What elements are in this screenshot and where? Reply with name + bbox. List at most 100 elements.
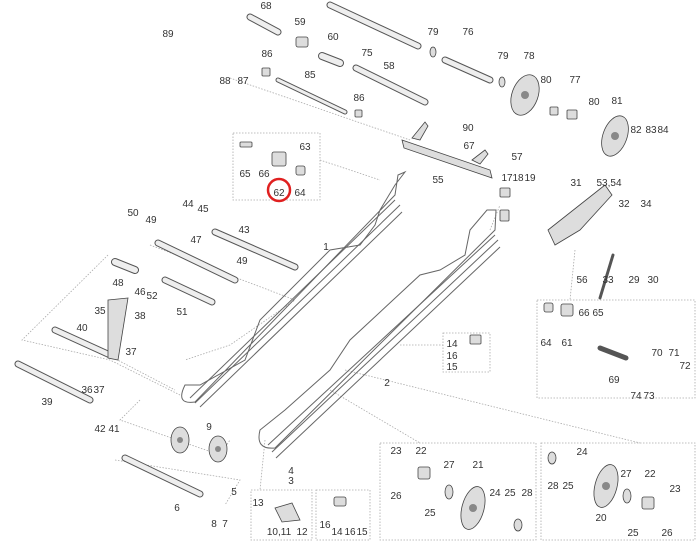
callout-label-4: 4 xyxy=(288,466,294,477)
callout-label-28: 28 xyxy=(547,481,559,492)
callout-label-79: 79 xyxy=(497,51,509,62)
callout-label-80: 80 xyxy=(540,75,552,86)
callout-label-57: 57 xyxy=(511,152,523,163)
callout-label-79: 79 xyxy=(427,27,439,38)
small-parts xyxy=(239,36,655,510)
rail-1 xyxy=(181,170,407,408)
callout-label-16: 16 xyxy=(319,520,331,531)
callout-label-66: 66 xyxy=(578,308,590,319)
callout-label-5: 5 xyxy=(231,487,237,498)
highlight-circle xyxy=(266,177,292,203)
callout-label-65: 65 xyxy=(592,308,604,319)
callout-label-49: 49 xyxy=(236,256,248,267)
callout-label-63: 63 xyxy=(299,142,311,153)
cross-shaft-55 xyxy=(401,121,493,179)
callout-label-23: 23 xyxy=(390,446,402,457)
callout-label-69: 69 xyxy=(608,375,620,386)
callout-label-43: 43 xyxy=(238,225,250,236)
callout-label-78: 78 xyxy=(523,51,535,62)
group-box-14b xyxy=(315,489,371,541)
callout-label-90: 90 xyxy=(462,123,474,134)
callout-label-12: 12 xyxy=(296,527,308,538)
callout-label-37: 37 xyxy=(93,385,105,396)
group-box-14 xyxy=(442,332,491,373)
callout-label-55: 55 xyxy=(432,175,444,186)
callout-label-70: 70 xyxy=(651,348,663,359)
callout-label-19: 19 xyxy=(524,173,536,184)
callout-label-6: 6 xyxy=(174,503,180,514)
callout-label-87: 87 xyxy=(237,76,249,87)
callout-label-18: 18 xyxy=(512,173,524,184)
callout-label-37: 37 xyxy=(125,347,137,358)
callout-label-73: 73 xyxy=(643,391,655,402)
callout-label-25: 25 xyxy=(504,488,516,499)
callout-label-46: 46 xyxy=(134,287,146,298)
callout-label-51: 51 xyxy=(176,307,188,318)
callout-label-26: 26 xyxy=(661,528,673,539)
callout-label-1: 1 xyxy=(323,242,329,253)
callout-label-74: 74 xyxy=(630,391,642,402)
rail-2 xyxy=(258,209,501,459)
callout-label-42: 42 xyxy=(94,424,106,435)
callout-label-14: 14 xyxy=(446,339,458,350)
callout-label-13: 13 xyxy=(252,498,264,509)
callout-label-10-11: 10,11 xyxy=(267,527,292,538)
assembly-lines xyxy=(21,77,641,506)
callout-label-25: 25 xyxy=(562,481,574,492)
callout-label-32: 32 xyxy=(618,199,630,210)
callout-label-15: 15 xyxy=(446,362,458,373)
callout-label-81: 81 xyxy=(611,96,623,107)
callout-label-59: 59 xyxy=(294,17,306,28)
callout-label-28: 28 xyxy=(521,488,533,499)
wheels xyxy=(170,46,632,532)
callout-label-39: 39 xyxy=(41,397,53,408)
callout-label-35: 35 xyxy=(94,306,106,317)
callout-label-3: 3 xyxy=(288,476,294,487)
callout-label-52: 52 xyxy=(146,291,158,302)
callout-label-82: 82 xyxy=(630,125,642,136)
callout-label-68: 68 xyxy=(260,1,272,12)
callout-label-53-54: 53,54 xyxy=(596,178,621,189)
callout-label-16: 16 xyxy=(344,527,356,538)
callout-label-48: 48 xyxy=(112,278,124,289)
callout-label-77: 77 xyxy=(569,75,581,86)
callout-label-49: 49 xyxy=(145,215,157,226)
callout-label-64: 64 xyxy=(294,188,306,199)
callout-label-21: 21 xyxy=(472,460,484,471)
group-box-62 xyxy=(232,132,321,201)
group-box-20 xyxy=(540,442,696,541)
bracket-10-11 xyxy=(274,502,301,523)
callout-label-56: 56 xyxy=(576,275,588,286)
callout-label-84: 84 xyxy=(657,125,669,136)
callout-label-26: 26 xyxy=(390,491,402,502)
callout-label-14: 14 xyxy=(331,527,343,538)
rods xyxy=(14,1,629,498)
callout-label-86: 86 xyxy=(353,93,365,104)
callout-label-25: 25 xyxy=(627,528,639,539)
callout-label-85: 85 xyxy=(304,70,316,81)
callout-label-29: 29 xyxy=(628,275,640,286)
group-box-10 xyxy=(250,489,313,541)
callout-label-22: 22 xyxy=(644,469,656,480)
callout-label-25: 25 xyxy=(424,508,436,519)
group-box-21 xyxy=(379,442,537,541)
callout-label-83: 83 xyxy=(645,125,657,136)
callout-label-30: 30 xyxy=(647,275,659,286)
callout-label-47: 47 xyxy=(190,235,202,246)
callout-label-33: 33 xyxy=(602,275,614,286)
callout-label-24: 24 xyxy=(576,447,588,458)
group-box-61 xyxy=(536,299,696,399)
callout-label-80: 80 xyxy=(588,97,600,108)
callout-label-20: 20 xyxy=(595,513,607,524)
callout-label-72: 72 xyxy=(679,361,691,372)
callout-label-62: 62 xyxy=(273,188,285,199)
callout-label-16: 16 xyxy=(446,351,458,362)
callout-label-8: 8 xyxy=(211,519,217,530)
callout-label-34: 34 xyxy=(640,199,652,210)
callout-label-44: 44 xyxy=(182,199,194,210)
callout-label-36: 36 xyxy=(81,385,93,396)
callout-label-64: 64 xyxy=(540,338,552,349)
